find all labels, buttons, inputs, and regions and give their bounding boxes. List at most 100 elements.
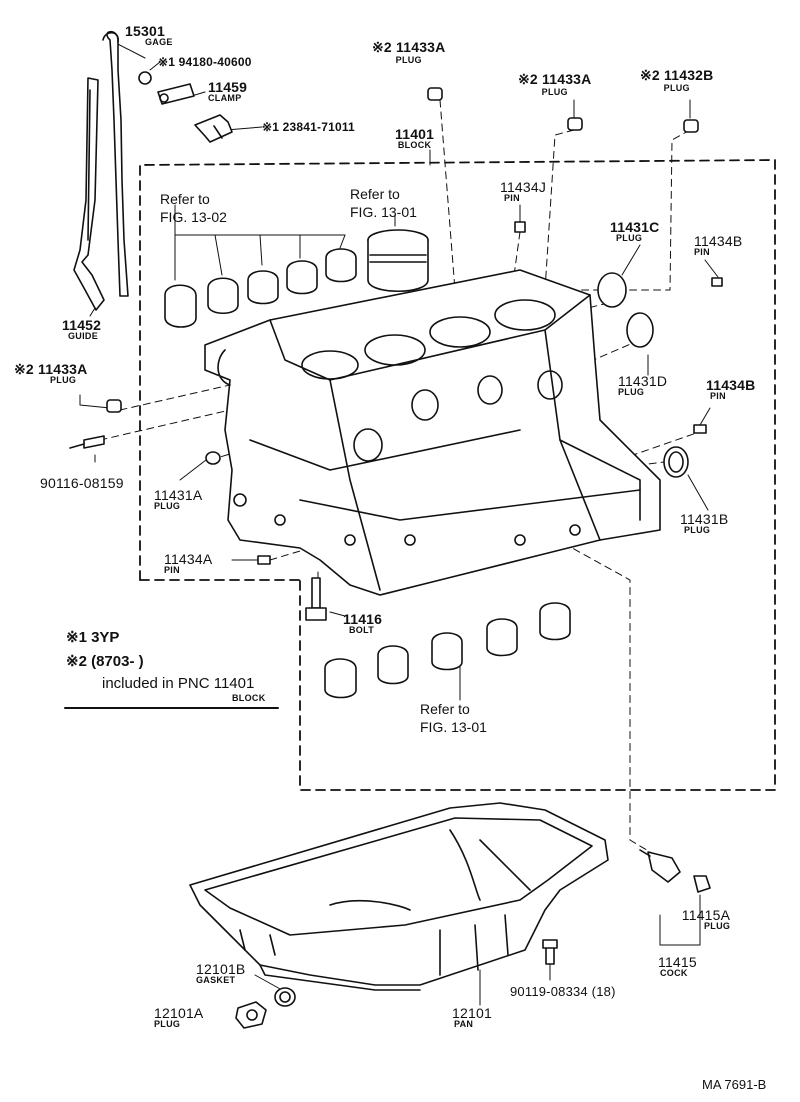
block-assembly-boundary xyxy=(139,159,776,791)
ref-line2: FIG. 13-02 xyxy=(160,209,227,225)
ref-line2: FIG. 13-01 xyxy=(350,204,417,220)
note-3: included in PNC 11401 xyxy=(102,675,255,692)
part-number: ※2 11433A xyxy=(14,361,88,377)
note-1: ※1 3YP xyxy=(66,629,120,646)
part-name: PLUG xyxy=(154,501,181,511)
part-number: 11434A xyxy=(164,551,213,567)
ref-piston: Refer to FIG. 13-01 xyxy=(350,185,417,221)
part-name: BOLT xyxy=(349,625,375,635)
label-12101A: 12101A PLUG xyxy=(154,1006,203,1029)
part-number: ※2 11433A xyxy=(518,71,592,87)
part-number: ※1 23841-71011 xyxy=(262,120,355,134)
label-11431C: 11431C PLUG xyxy=(610,220,659,243)
part-name: GUIDE xyxy=(68,331,99,341)
freeze-plugs xyxy=(597,272,689,478)
part-number: 12101A xyxy=(154,1005,204,1021)
diagram-code: MA 7691-B xyxy=(702,1077,767,1092)
label-11434B-top: 11434B PIN xyxy=(694,234,742,257)
label-11431A: 11431A PLUG xyxy=(154,488,202,511)
label-11459: 11459 CLAMP xyxy=(208,80,247,103)
dipstick-guide xyxy=(73,77,105,311)
part-name: PIN xyxy=(164,565,180,575)
part-number: 11431B xyxy=(680,511,729,527)
label-11433A-top: ※2 11433A PLUG xyxy=(372,40,445,65)
label-11431D: 11431D PLUG xyxy=(618,374,667,397)
bolt-90119 xyxy=(542,939,558,965)
label-94180: ※1 94180-40600 xyxy=(158,56,252,68)
part-number: 90116-08159 xyxy=(40,475,124,491)
part-name: COCK xyxy=(660,968,688,978)
part-number: 11416 xyxy=(343,611,383,627)
main-bearings-bottom xyxy=(324,602,571,699)
part-name: PLUG xyxy=(50,375,77,385)
part-number: 90119-08334 (18) xyxy=(510,984,616,999)
plugs-and-pins xyxy=(69,87,723,565)
part-name: PIN xyxy=(694,247,710,257)
part-number: 11415A xyxy=(681,907,731,923)
oil-pan xyxy=(189,802,609,991)
ref-bearing-top: Refer to FIG. 13-02 xyxy=(160,190,227,226)
label-12101B: 12101B GASKET xyxy=(196,962,245,985)
label-11432B: ※2 11432B PLUG xyxy=(640,68,713,93)
main-bearings-top xyxy=(164,248,357,328)
label-11415A: 11415A PLUG xyxy=(680,908,730,931)
drain-plug-gasket xyxy=(274,987,296,1007)
part-number: 11434B xyxy=(694,233,743,249)
part-name: PLUG xyxy=(704,921,731,931)
label-11434J: 11434J PIN xyxy=(500,180,546,203)
part-number: 15301 xyxy=(125,23,165,39)
label-15301: 15301 GAGE xyxy=(125,24,173,47)
ref-line1: Refer to xyxy=(160,191,210,207)
note-2: ※2 (8703- ) xyxy=(66,653,144,670)
label-12101: 12101 PAN xyxy=(452,1006,492,1029)
part-number: ※1 94180-40600 xyxy=(158,55,252,69)
bolt-23841 xyxy=(194,114,233,143)
part-number: 12101B xyxy=(196,961,246,977)
part-number: 11415 xyxy=(658,954,697,970)
part-number: ※2 11432B xyxy=(640,67,714,83)
part-number: 11459 xyxy=(208,79,248,95)
part-number: ※2 11433A xyxy=(372,39,446,55)
part-number: 11452 xyxy=(62,317,102,333)
ref-line1: Refer to xyxy=(420,701,470,717)
ref-line1: Refer to xyxy=(350,186,400,202)
part-name: PAN xyxy=(454,1019,474,1029)
label-11433A-mid: ※2 11433A PLUG xyxy=(518,72,591,97)
part-name: GASKET xyxy=(196,975,236,985)
cylinder-block xyxy=(204,269,661,596)
part-name: GAGE xyxy=(145,37,173,47)
ref-line2: FIG. 13-01 xyxy=(420,719,487,735)
part-name: BLOCK xyxy=(397,140,432,150)
piston xyxy=(367,229,429,293)
label-11401: 11401 BLOCK xyxy=(395,127,434,150)
label-23841: ※1 23841-71011 xyxy=(262,121,355,133)
part-number: 11431A xyxy=(154,487,203,503)
part-name: PIN xyxy=(504,193,520,203)
clamp-11459 xyxy=(157,83,195,105)
label-90116: 90116-08159 xyxy=(40,476,124,490)
leader-lines xyxy=(79,39,719,1016)
part-number: 11431C xyxy=(610,219,660,235)
note-3-sub: BLOCK xyxy=(232,693,266,703)
dipstick-gauge xyxy=(102,30,129,297)
part-name: PLUG xyxy=(395,55,422,65)
ref-bearing-bottom: Refer to FIG. 13-01 xyxy=(420,700,487,736)
part-name: PLUG xyxy=(541,87,568,97)
part-number: 12101 xyxy=(452,1005,492,1021)
label-11416: 11416 BOLT xyxy=(343,612,382,635)
part-name: PLUG xyxy=(616,233,643,243)
part-name: PIN xyxy=(710,391,726,401)
label-11431B: 11431B PLUG xyxy=(680,512,728,535)
oring-94180 xyxy=(138,71,152,85)
label-11452: 11452 GUIDE xyxy=(62,318,101,341)
part-name: PLUG xyxy=(684,525,711,535)
label-11433A-left: ※2 11433A PLUG xyxy=(14,362,87,385)
label-90119: 90119-08334 (18) xyxy=(510,985,616,998)
part-number: 11431D xyxy=(618,373,668,389)
label-11434A: 11434A PIN xyxy=(164,552,212,575)
part-number: 11434B xyxy=(706,377,756,393)
bolt-11416 xyxy=(305,577,327,621)
drain-plug xyxy=(235,1001,267,1029)
label-11434B-mid: 11434B PIN xyxy=(706,378,755,401)
